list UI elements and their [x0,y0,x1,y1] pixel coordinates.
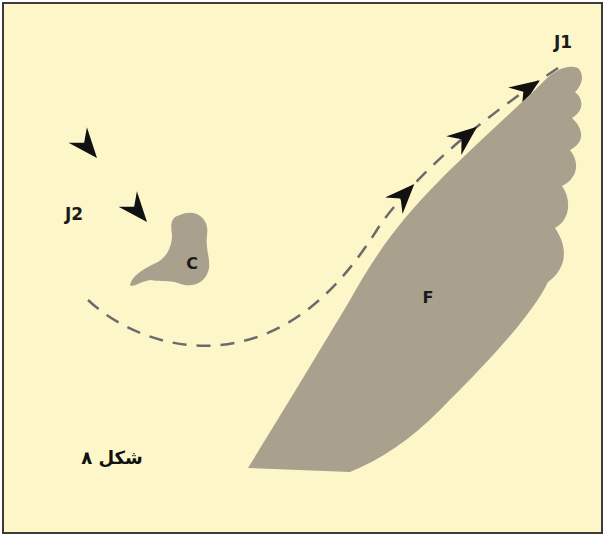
region-letter: C [186,256,198,272]
shape-fill [248,67,582,472]
cloud-blob: C [125,205,215,293]
jet-label: J1 [554,34,572,51]
jet-label: J2 [65,206,83,223]
arrowhead [69,127,107,165]
shape-fill [130,213,209,286]
frontal-cloud-band: F [245,60,590,475]
shape-outline [245,60,590,475]
background-frame [3,3,602,533]
region-letter: F [423,290,434,306]
arrowhead [119,191,157,229]
shape-outline [125,205,215,293]
figure-caption: شکل ۸ [81,447,143,469]
